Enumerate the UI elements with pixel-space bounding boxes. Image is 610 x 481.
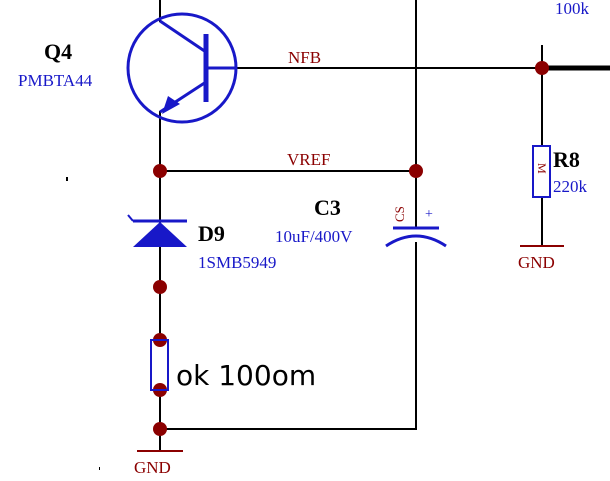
c3-designator: C3: [314, 195, 341, 220]
resistor-icon: [532, 145, 551, 198]
junction-dot: [409, 164, 423, 178]
junctions: [153, 61, 549, 436]
net-label-vref: VREF: [287, 150, 330, 169]
polarized-capacitor-icon: [385, 226, 447, 248]
resistor-note: ok 100om: [176, 359, 316, 392]
net-label-nfb: NFB: [288, 48, 321, 67]
d9-value: 1SMB5949: [198, 253, 276, 272]
junction-dot: [153, 422, 167, 436]
gnd-label-left: GND: [134, 458, 171, 477]
emitter-arrow-icon: [162, 96, 180, 114]
r-top-value: 100k: [555, 0, 590, 18]
junction-dot: [153, 280, 167, 294]
q4-designator: Q4: [44, 39, 72, 64]
c3-value: 10uF/400V: [275, 227, 353, 246]
d9-designator: D9: [198, 221, 225, 246]
zener-diode-icon: [127, 214, 187, 247]
q4-value: PMBTA44: [18, 71, 93, 90]
stray-mark: [66, 177, 68, 181]
r8-body-mark: M: [535, 163, 549, 174]
r8-designator: R8: [553, 147, 580, 172]
c3-type-tag: CS: [392, 206, 407, 222]
pnp-transistor-icon: [126, 12, 238, 124]
c3-polarity: +: [425, 207, 433, 222]
resistor-icon: [150, 339, 169, 391]
junction-dot: [535, 61, 549, 75]
r8-value: 220k: [553, 177, 588, 196]
stray-mark: [99, 467, 100, 470]
junction-dot: [153, 164, 167, 178]
gnd-label-right: GND: [518, 253, 555, 272]
wires: [159, 0, 610, 452]
